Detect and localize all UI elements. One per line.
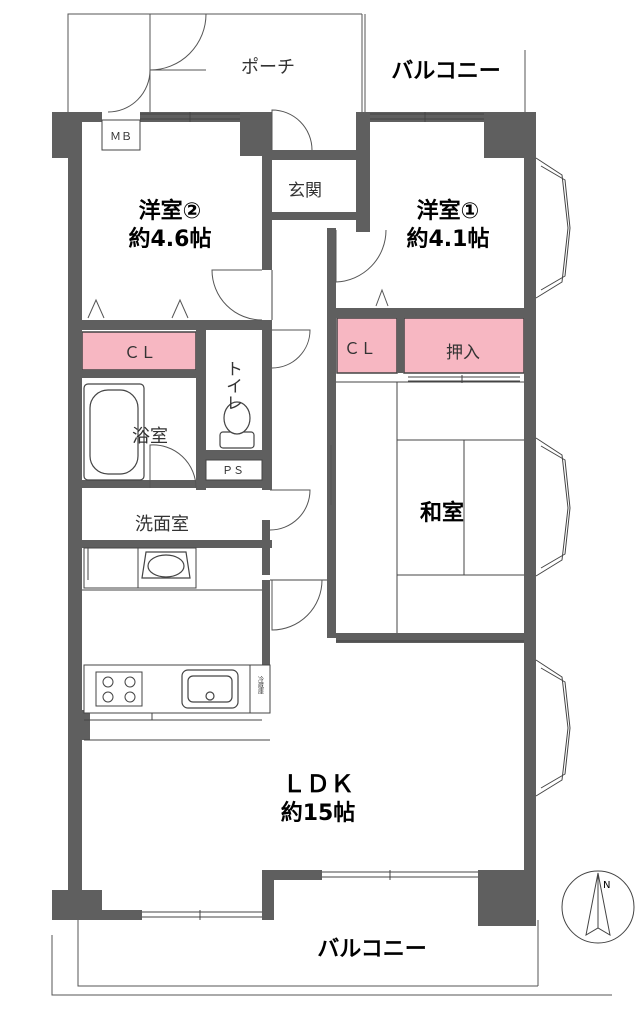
kitchen-sink [181, 669, 239, 709]
closet-left-label: ＣＬ [124, 343, 156, 362]
bathtub [83, 383, 145, 481]
toilet-fixture [219, 401, 255, 449]
washroom-label: 洗面室 [135, 514, 189, 535]
compass-north-label: N [603, 880, 610, 891]
mb-label: ＭＢ [110, 130, 132, 143]
wash-basin [141, 551, 191, 579]
western-room-2-size: 約4.6帖 [129, 226, 212, 252]
fridge-label: 冷蔵庫 [257, 675, 264, 695]
oshiire-label: 押入 [446, 343, 480, 363]
western-room-1-size: 約4.1帖 [407, 226, 490, 252]
bay-windows [535, 157, 571, 797]
bath-label: 浴室 [132, 426, 168, 447]
stove [95, 671, 143, 707]
ps-label: ＰＳ [222, 464, 244, 477]
ldk-size: 約15帖 [281, 800, 356, 826]
toilet-label: トイレ [222, 360, 242, 411]
closet-right-label: ＣＬ [344, 339, 376, 358]
closet-right [336, 317, 398, 374]
balcony-top-label: バルコニー [391, 59, 501, 84]
western-room-2-name: 洋室② [139, 198, 202, 224]
door-swings [87, 13, 389, 631]
compass [561, 870, 635, 944]
outline-lines [51, 13, 612, 996]
western-room-1-name: 洋室① [417, 198, 480, 224]
balcony-bottom-label: バルコニー [317, 937, 427, 962]
walls [52, 112, 536, 926]
genkan-label: 玄関 [288, 181, 322, 201]
ldk-name: ＬＤＫ [282, 770, 354, 798]
japanese-room-label: 和室 [420, 500, 464, 526]
porch-label: ポーチ [241, 57, 295, 78]
